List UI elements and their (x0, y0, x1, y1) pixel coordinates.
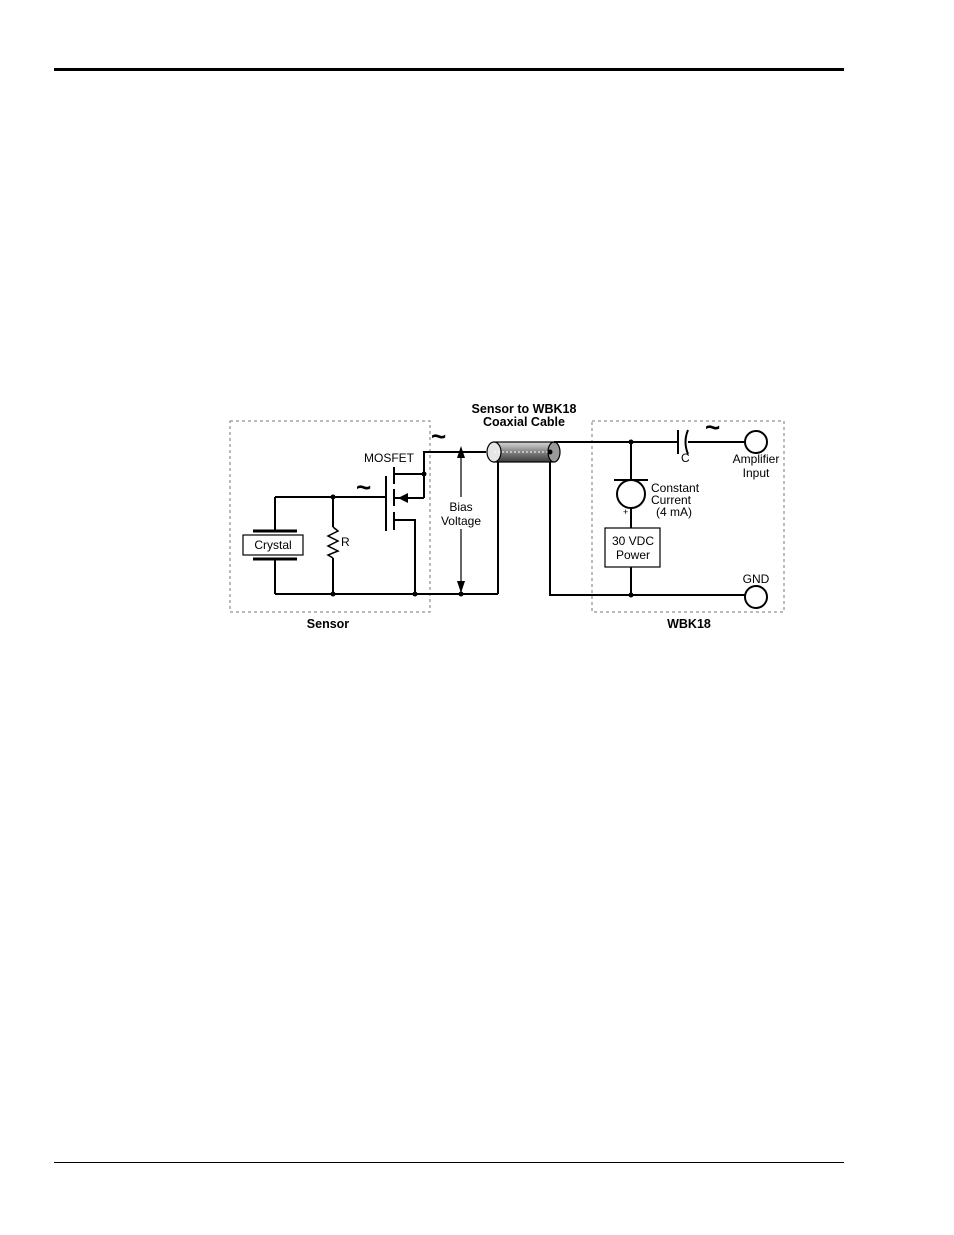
capacitor-label: C (681, 451, 690, 465)
cc-label-line1: Constant (651, 481, 700, 495)
wbk-bottom-wire (549, 462, 745, 596)
bias-label-line2: Voltage (441, 514, 481, 528)
constant-current-source (614, 442, 648, 528)
power-supply-box (604, 527, 661, 568)
cc-label-line2: Current (651, 493, 692, 507)
footer-rule (54, 1162, 844, 1163)
resistor-label: R (341, 535, 350, 549)
wbk18-title: WBK18 (667, 617, 711, 631)
power-label-line1: 30 VDC (612, 534, 654, 548)
gnd-terminal (744, 585, 768, 609)
junction-dot (421, 471, 427, 477)
mosfet-symbol (385, 451, 457, 594)
coaxial-cable (486, 441, 561, 463)
amp-label-line2: Input (743, 466, 770, 480)
bias-label-line1: Bias (449, 500, 472, 514)
plus-sign: + (623, 507, 628, 517)
wave-mosfet-icon: ~ (356, 472, 371, 502)
crystal-label: Crystal (254, 538, 291, 552)
amp-label-line1: Amplifier (733, 452, 780, 466)
cable-label-line2: Coaxial Cable (483, 415, 565, 429)
wbk18-enclosure (591, 420, 785, 613)
wave-amplifier-icon: ~ (705, 412, 720, 442)
capacitor-symbol (677, 429, 689, 455)
junction-dot (330, 494, 336, 500)
power-label-line2: Power (616, 548, 650, 562)
cc-label-line3: (4 mA) (656, 505, 692, 519)
junction-dot (412, 591, 418, 597)
junction-dot (547, 449, 553, 455)
sensor-title: Sensor (307, 617, 350, 631)
crystal-symbol (242, 497, 304, 594)
header-rule (54, 68, 844, 71)
sensor-enclosure (229, 420, 431, 613)
junction-dot (628, 439, 634, 445)
resistor-symbol (326, 497, 340, 594)
gnd-label: GND (743, 572, 770, 586)
junction-dot (628, 592, 634, 598)
junction-dot (330, 591, 336, 597)
amplifier-input-terminal (744, 430, 768, 454)
wave-sensor-output-icon: ~ (431, 421, 446, 451)
cable-label-line1: Sensor to WBK18 (472, 402, 577, 416)
mosfet-label: MOSFET (364, 451, 415, 465)
